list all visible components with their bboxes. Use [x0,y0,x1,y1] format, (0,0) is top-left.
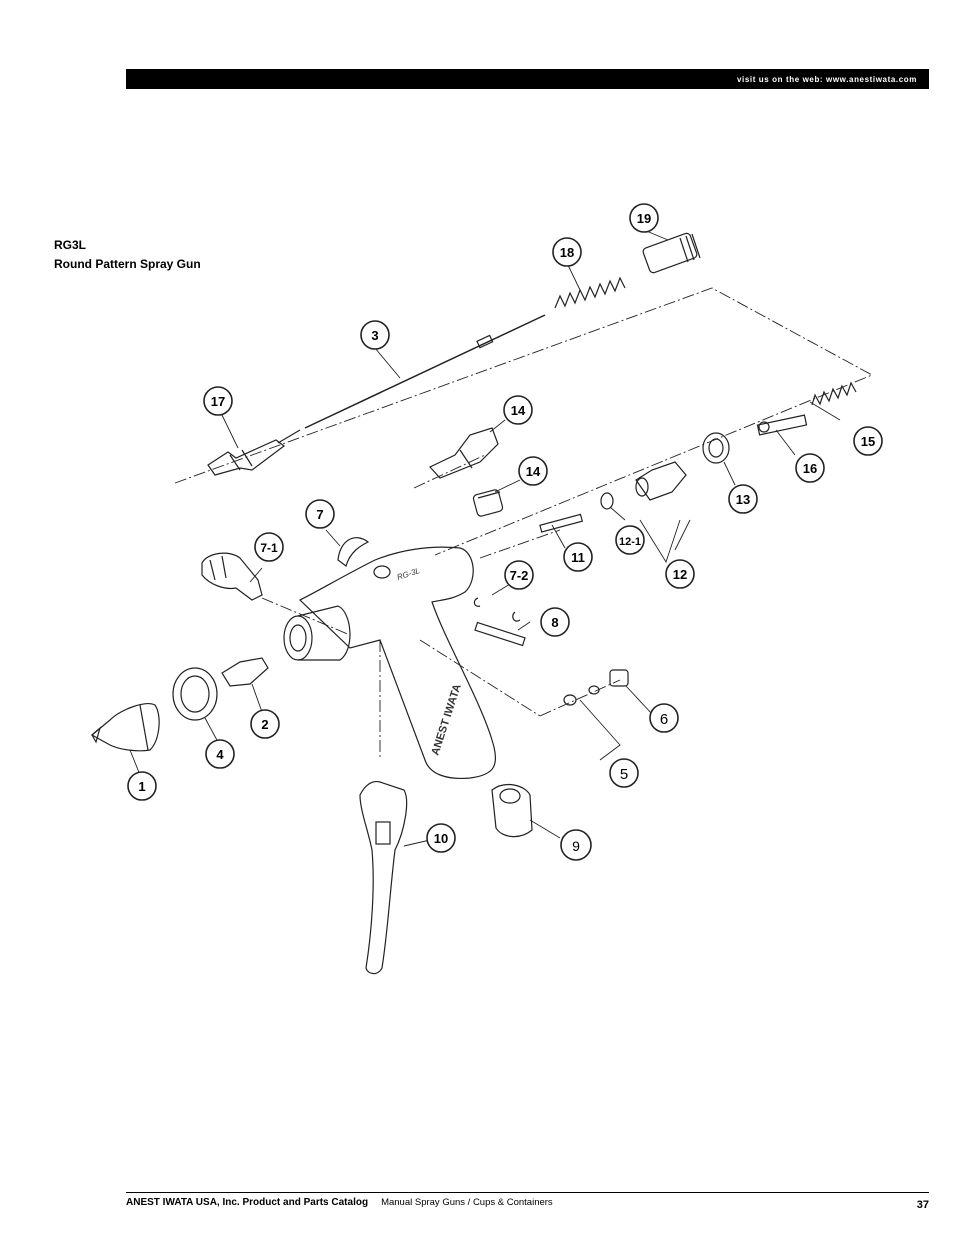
gun-brand-mark: ANEST IWATA [429,683,463,757]
stud-part [609,669,629,687]
callout-17: 17 [211,394,225,409]
trigger-part [359,780,408,975]
callout-3: 3 [371,328,378,343]
fluid-nozzle-seat-part [283,605,351,661]
callout-15: 15 [861,434,875,449]
exploded-parts-diagram: RG-3L ANEST IWATA 19 18 3 17 14 14 15 16… [90,203,883,975]
air-valve-seat-part [702,432,730,464]
washer-part [563,685,600,706]
air-inlet-nipple-part [491,783,533,838]
callout-14-lower: 14 [526,464,541,479]
trigger-pin-part [474,621,526,647]
fluid-nozzle-part [221,657,269,687]
callout-11: 11 [571,550,585,565]
air-cap-part [90,703,160,752]
air-valve-spring-part [811,381,857,406]
callout-12: 12 [673,567,687,582]
callout-16: 16 [803,461,817,476]
product-model: RG3L [54,238,87,252]
footer-rule [126,1192,929,1193]
gun-body-part [298,537,497,780]
website-text: visit us on the web: www.anestiwata.com [736,74,917,84]
air-valve-lower-part [472,489,504,517]
callout-5: 5 [620,766,628,783]
callout-7-1: 7-1 [260,541,278,555]
callout-14-upper: 14 [511,403,526,418]
clip-part [473,597,521,622]
retaining-ring-part [172,667,218,721]
air-fitting-7-1-part [201,552,263,601]
callout-4: 4 [216,747,224,762]
footer-section: Manual Spray Guns / Cups & Containers [381,1197,553,1208]
callout-7: 7 [316,507,323,522]
needle-adjust-screw-part [642,232,701,274]
callout-19: 19 [637,211,651,226]
callout-12-1: 12-1 [619,536,641,548]
callout-1: 1 [138,779,145,794]
callout-2: 2 [261,717,268,732]
callout-9: 7-2 [510,568,529,583]
air-valve-body-part [635,461,687,501]
air-valve-upper-part [429,427,499,479]
callout-13: 13 [736,492,750,507]
air-valve-shaft-part [756,414,808,436]
callout-18: 18 [560,245,574,260]
o-ring-part [600,492,614,510]
footer-company: ANEST IWATA USA, Inc. Product and Parts … [126,1197,369,1208]
callout-7-2: 9 [572,838,580,854]
needle-part [277,314,546,444]
product-title-block: RG3L Round Pattern Spray Gun [54,236,201,274]
footer: ANEST IWATA USA, Inc. Product and Parts … [126,1197,929,1211]
callout-8: 10 [434,831,448,846]
header-bar: visit us on the web: www.anestiwata.com [126,69,929,89]
needle-spring-part [554,276,626,309]
gun-model-mark: RG-3L [396,566,421,582]
needle-packing-part [207,439,285,476]
product-description: Round Pattern Spray Gun [54,257,201,271]
page-number: 37 [916,1199,929,1211]
callout-6: 6 [660,711,668,728]
callout-10: 8 [551,615,558,630]
pin-part [539,513,584,533]
